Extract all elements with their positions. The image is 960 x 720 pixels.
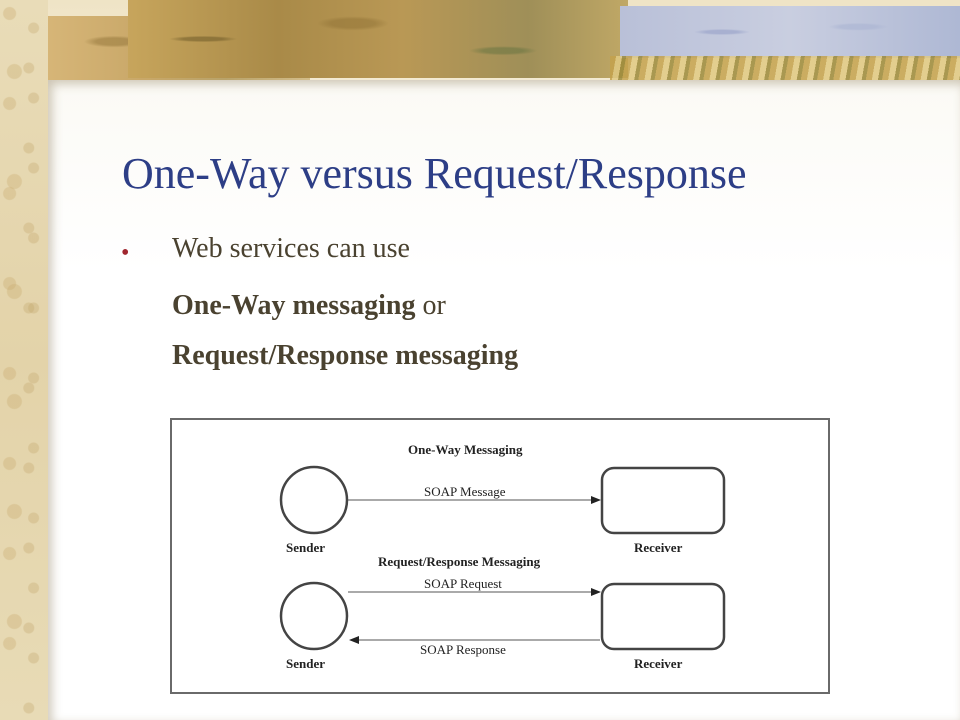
diagram-graphics: [279, 465, 726, 651]
one-way-term: One-Way messaging: [172, 290, 416, 321]
rr-response-label: SOAP Response: [420, 642, 506, 657]
rr-sender-circle: [279, 581, 349, 651]
one-way-heading: One-Way Messaging: [408, 442, 523, 457]
one-way-receiver-box: [600, 466, 726, 535]
banner-leaf-image-right: [620, 6, 960, 58]
one-way-message-label: SOAP Message: [424, 484, 506, 499]
bullet-marker: •: [121, 240, 130, 266]
request-response-term: Request/Response messaging: [172, 340, 519, 371]
conjunction-text: or: [415, 290, 446, 321]
rr-sender-label: Sender: [286, 656, 325, 671]
left-texture-strip: [0, 0, 48, 720]
banner-grass-strip: [610, 56, 960, 80]
one-way-sender-circle: [279, 465, 349, 535]
messaging-diagram: One-Way Messaging SOAP Message Sender Re…: [170, 418, 830, 694]
one-way-sender-label: Sender: [286, 540, 325, 555]
bullet-line-1: Web services can use: [172, 233, 410, 264]
rr-request-label: SOAP Request: [424, 576, 502, 591]
one-way-receiver-label: Receiver: [634, 540, 683, 555]
rr-receiver-label: Receiver: [634, 656, 683, 671]
rr-receiver-box: [600, 582, 726, 651]
bullet-line-3: Request/Response messaging: [172, 340, 518, 372]
rr-heading: Request/Response Messaging: [378, 554, 541, 569]
banner-leaf-image-center: [128, 0, 628, 78]
slide-title: One-Way versus Request/Response: [122, 149, 747, 198]
bullet-line-2: One-Way messaging or: [172, 290, 446, 322]
